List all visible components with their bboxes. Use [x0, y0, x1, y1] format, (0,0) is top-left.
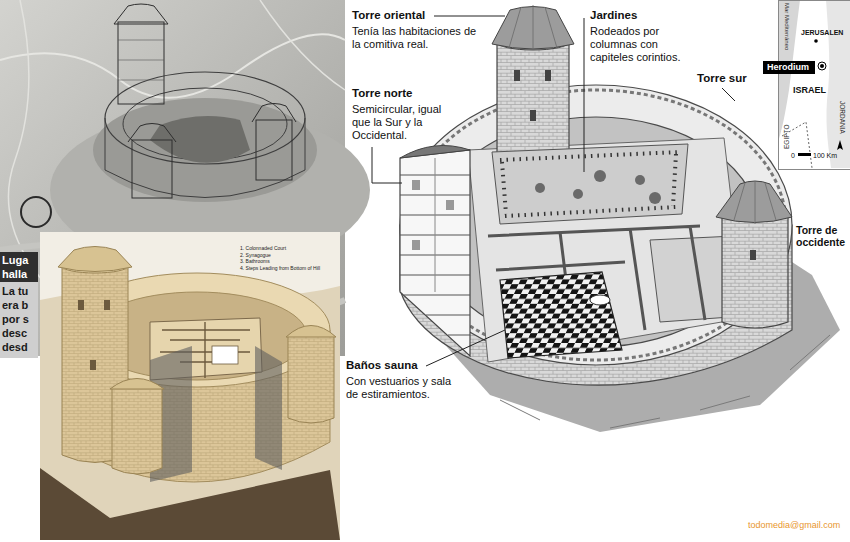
fortress-cutaway	[400, 85, 792, 365]
locator-map-drawing	[782, 122, 812, 168]
locator-map-drawing	[818, 62, 826, 70]
leader-line	[584, 18, 585, 172]
color-reconstruction	[112, 388, 162, 474]
fortress-cutaway	[514, 70, 520, 81]
fortress-cutaway	[750, 250, 756, 260]
legend-item: 4. Steps Leading from Bottom of Hill	[240, 265, 320, 272]
color-reconstruction	[40, 232, 340, 540]
leader-line	[434, 16, 505, 17]
fortress-cutaway	[530, 110, 536, 121]
place-marker-box: Herodium	[763, 61, 815, 74]
fortress-cutaway	[435, 158, 436, 292]
country-name: EGIPTO	[783, 125, 791, 149]
fortress-cutaway	[545, 70, 551, 81]
band-heading: Luga halla	[0, 252, 38, 282]
color-reconstruction	[286, 326, 336, 338]
aerial-photo	[118, 40, 164, 80]
aerial-photo	[128, 124, 176, 143]
city-name: JERUSALEN	[801, 28, 843, 37]
scale-number: 0	[791, 151, 795, 160]
callout-title: Baños sauna	[346, 359, 486, 372]
color-reconstruction	[40, 232, 340, 540]
fortress-cutaway	[492, 144, 688, 224]
country-name: JORDANIA	[838, 101, 846, 134]
callout-title: Torre sur	[697, 72, 777, 85]
callout-text: Tenía las habitaciones de la comitiva re…	[352, 25, 477, 51]
aerial-photo	[21, 197, 51, 227]
fortress-cutaway	[468, 138, 745, 362]
color-reconstruction	[110, 379, 164, 390]
locator-map: Mar MediterráneoJERUSALEN ISRAEL EGIPTO JOR…	[778, 0, 850, 170]
aerial-photo	[150, 116, 250, 163]
legend-item: 1. Colonnaded Court	[240, 245, 286, 252]
legend-item: 3. Bathrooms	[240, 258, 270, 265]
place-name: Herodium	[767, 62, 811, 73]
fortress-cutaway	[412, 180, 420, 190]
fortress-cutaway	[594, 170, 606, 182]
locator-map-drawing	[820, 64, 824, 68]
leader-line	[426, 330, 505, 366]
aerial-photo	[260, 0, 345, 90]
fortress-cutaway	[446, 200, 454, 210]
color-reconstruction	[288, 336, 334, 423]
fortress-cutaway	[722, 215, 788, 328]
fortress-cutaway	[649, 192, 661, 204]
aerial-photo	[252, 104, 296, 123]
locator-map-drawing	[778, 0, 850, 168]
watermark: todomedia@gmail.com	[748, 520, 840, 531]
fortress-cutaway	[400, 5, 840, 432]
aerial-photo	[105, 72, 305, 164]
color-reconstruction	[78, 300, 84, 310]
aerial-photo	[132, 140, 172, 198]
aerial-photo	[118, 22, 164, 104]
fortress-cutaway	[635, 175, 645, 185]
fortress-cutaway	[400, 150, 470, 356]
fortress-cutaway	[734, 181, 776, 224]
scale-number: 100 Km	[813, 151, 837, 160]
callout-title: Torre de occidente	[796, 224, 848, 248]
aerial-photo	[105, 170, 305, 198]
fortress-cutaway	[500, 152, 680, 216]
fortress-cutaway	[590, 295, 610, 305]
color-reconstruction	[104, 300, 110, 310]
callout-title: Torre oriental	[352, 9, 492, 22]
legend-item: 2. Synagogue	[240, 252, 271, 259]
aerial-photo	[256, 120, 292, 180]
callout-title: Jardines	[590, 9, 700, 22]
callout-text: Rodeados por columnas con capiteles cori…	[590, 25, 702, 64]
country-name: ISRAEL	[793, 85, 826, 96]
fortress-cutaway	[412, 240, 420, 250]
locator-map-drawing	[798, 153, 811, 156]
callout-text: Semicircular, igual que la Sur y la Occi…	[352, 103, 452, 142]
color-reconstruction	[90, 360, 96, 370]
color-reconstruction	[255, 346, 282, 470]
leader-line	[372, 16, 735, 366]
callout-text: Con vestuarios y sala de estiramientos.	[346, 375, 464, 401]
fortress-cutaway	[502, 154, 676, 214]
locator-map-drawing	[826, 0, 850, 168]
aerial-photo	[114, 4, 168, 24]
locator-map-drawing	[814, 39, 818, 43]
band-text: La tu era b por s desc desd	[0, 282, 38, 356]
locator-map-drawing	[837, 140, 843, 150]
sea-name: Mar Mediterráneo	[783, 3, 791, 50]
fortress-cutaway	[400, 146, 470, 159]
caption-band: Luga hallaLa tu era b por s desc desd	[0, 252, 38, 358]
fortress-cutaway	[500, 272, 622, 358]
fortress-cutaway	[509, 5, 557, 50]
fortress-cutaway	[716, 181, 792, 223]
color-reconstruction	[58, 247, 132, 272]
locator-map-drawing	[778, 0, 850, 168]
fortress-cutaway	[535, 183, 545, 193]
fortress-cutaway	[573, 189, 583, 199]
leader-line	[372, 147, 402, 183]
color-reconstruction	[212, 346, 238, 364]
callout-title: Torre norte	[352, 87, 492, 100]
leader-line	[722, 88, 735, 101]
